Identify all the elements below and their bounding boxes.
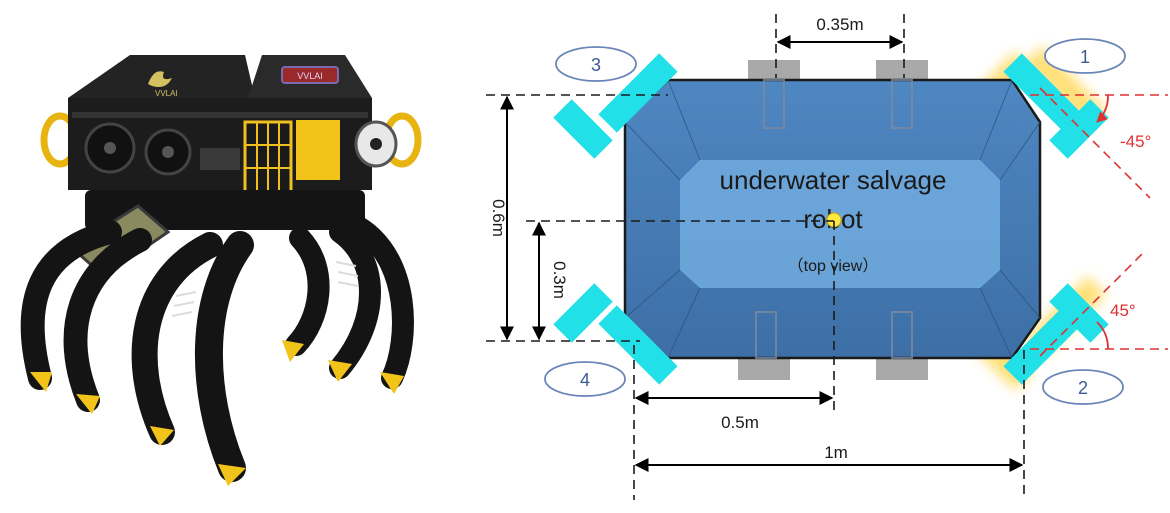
thruster-label-2-text: 2 [1078,378,1088,398]
claw-slots [171,261,359,317]
angle-arc-1 [1096,94,1109,123]
dim-half-width-label: 0.5m [721,413,759,432]
thruster-label-1: 1 [1044,38,1126,74]
diagram-subtitle: （top view） [788,257,879,275]
thruster-4 [553,283,678,385]
brand-badge-text: VVLAI [297,71,323,81]
logo-text: VVLAI [155,89,178,98]
thruster-label-1-text: 1 [1080,47,1090,67]
thruster-3 [553,53,678,159]
brand-badge [281,66,339,84]
yellow-box [296,120,340,180]
robot-photo: VVLAI VVLAI [20,55,422,486]
thruster-label-4: 4 [544,361,626,397]
fan-center-hub [162,146,174,158]
diagram-title-line1: underwater salvage [720,165,947,195]
motor [200,148,240,170]
skid-rails [755,79,913,359]
frame-rail [72,112,368,118]
dim-height-label: 0.6m [489,199,508,237]
logo-mark [148,71,172,87]
dimension-arrows [500,35,1024,472]
thruster-label-3-text: 3 [591,55,601,75]
skids [738,60,928,380]
skid-bottom-right [876,358,928,380]
dim-width-label: 1m [824,443,848,462]
thrusters [553,53,1109,385]
thruster-label-3: 3 [555,46,637,82]
hull-facets [624,79,1041,359]
fan-right-hub [370,138,382,150]
dim-top-spacing-label: 0.35m [816,15,863,34]
top-view-diagram: underwater salvage robot （top view） -45°… [486,14,1168,500]
thruster-2 [1003,283,1109,385]
claw-tips [30,340,404,486]
angle-lines [1030,87,1168,357]
reference-lines [486,14,1025,500]
angle-label-1: -45° [1120,132,1151,151]
claw-arms [20,217,414,482]
dim-half-height-label: 0.3m [550,261,569,299]
thruster-label-4-text: 4 [580,370,590,390]
fan-left-hub [104,142,116,154]
thruster-1 [1003,53,1109,159]
skid-top-right [876,60,928,82]
angle-arc-2 [1096,321,1109,350]
skid-bottom-left [738,358,790,380]
angle-label-2: 45° [1110,301,1136,320]
thruster-label-2: 2 [1042,369,1124,405]
skid-top-left [748,60,800,82]
